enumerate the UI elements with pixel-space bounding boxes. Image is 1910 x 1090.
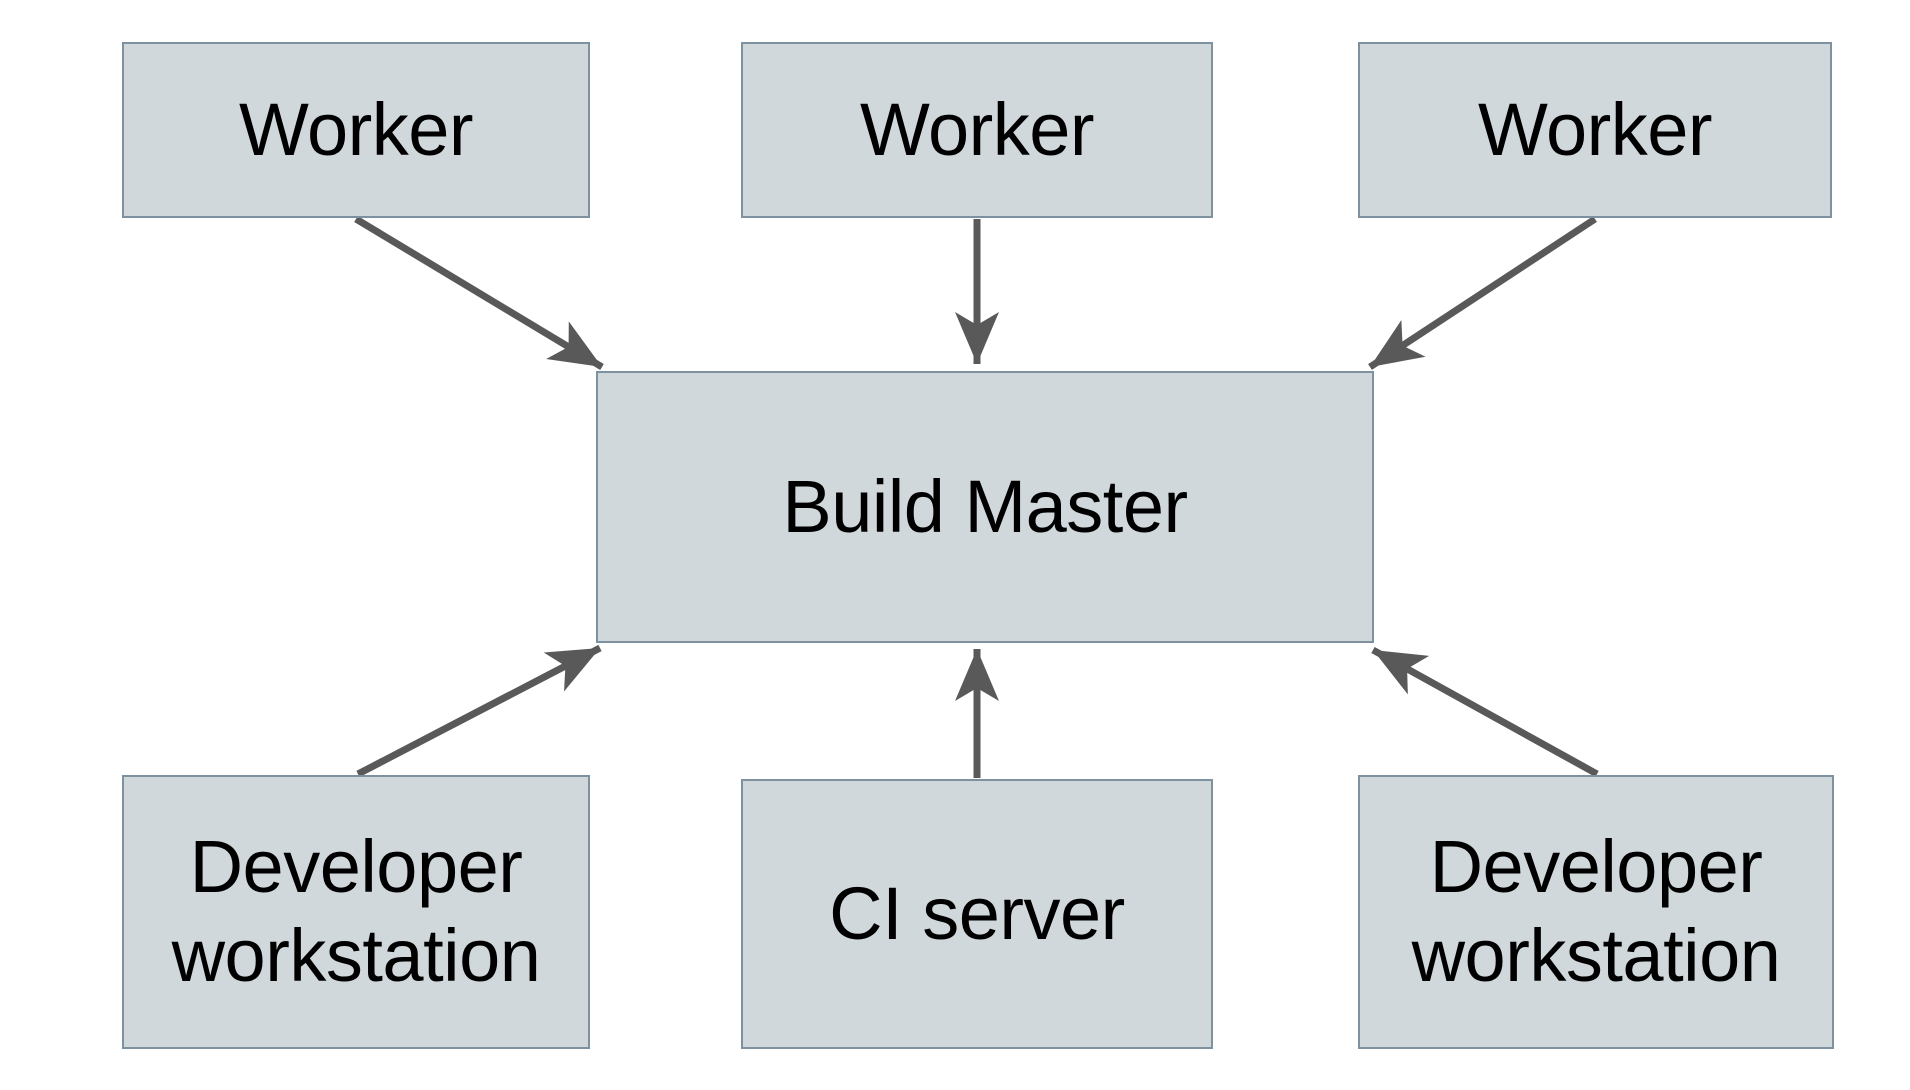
node-build-master-label: Build Master: [782, 464, 1188, 548]
node-developer-workstation-right: Developer workstation: [1358, 775, 1834, 1049]
node-build-master: Build Master: [596, 371, 1374, 643]
node-ci-server: CI server: [741, 779, 1213, 1049]
node-ci-server-label: CI server: [829, 871, 1125, 955]
node-worker-3: Worker: [1358, 42, 1832, 218]
node-developer-workstation-right-label: Developer workstation: [1411, 825, 1781, 997]
node-worker-1: Worker: [122, 42, 590, 218]
node-worker-1-label: Worker: [238, 87, 474, 171]
arrow-worker-3-to-build-master: [1368, 216, 1597, 370]
arrow-developer-workstation-left-to-build-master: [356, 644, 602, 778]
node-worker-2-label: Worker: [859, 87, 1095, 171]
node-developer-workstation-left-label: Developer workstation: [171, 825, 541, 997]
arrow-developer-workstation-right-to-build-master: [1371, 646, 1599, 778]
node-worker-3-label: Worker: [1477, 87, 1713, 171]
node-worker-2: Worker: [741, 42, 1213, 218]
node-developer-workstation-left: Developer workstation: [122, 775, 590, 1049]
arrow-worker-1-to-build-master: [354, 216, 604, 370]
